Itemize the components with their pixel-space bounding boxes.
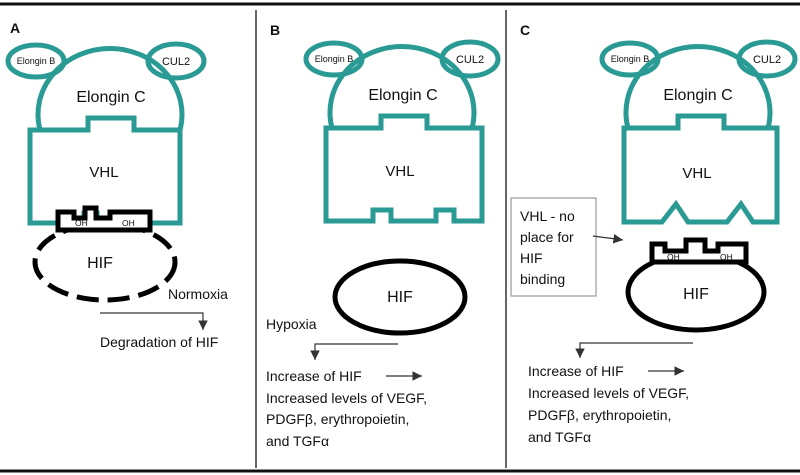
panel-b: B Elongin B CUL2 Elongin C VHL HIF Hypox… <box>266 22 501 449</box>
elongin-b-label: Elongin B <box>17 56 56 66</box>
result-line-3: PDGFβ, erythropoietin, <box>528 407 671 423</box>
cul2-label: CUL2 <box>456 54 484 66</box>
hif-label: HIF <box>683 286 709 303</box>
elongin-c-shape <box>327 44 477 129</box>
note-arrow <box>592 233 624 244</box>
oh-label-left: OH <box>75 218 88 228</box>
note-line-2: place for <box>520 229 574 245</box>
result-line-3: PDGFβ, erythropoietin, <box>266 411 409 427</box>
note-line-4: binding <box>520 271 565 287</box>
degradation-label: Degradation of HIF <box>100 334 218 350</box>
panel-b-letter: B <box>270 22 280 38</box>
note-box <box>510 197 597 297</box>
note-line-1: VHL - no <box>520 208 575 224</box>
elongin-c-shape <box>623 44 773 129</box>
hif-oh-binding-region <box>55 205 153 233</box>
arrow-to-increase <box>310 343 398 360</box>
panel-c: C Elongin B CUL2 Elongin C VHL VHL - no … <box>510 22 798 445</box>
vhl-label: VHL <box>682 165 711 182</box>
result-line-4: and TGFα <box>528 429 591 445</box>
hif-label: HIF <box>387 289 413 306</box>
panel-c-letter: C <box>520 22 530 38</box>
elongin-c-label: Elongin C <box>663 87 732 104</box>
elongin-c-label: Elongin C <box>368 87 437 104</box>
oh-label-right: OH <box>122 218 135 228</box>
cul2-label: CUL2 <box>162 56 190 68</box>
hypoxia-label: Hypoxia <box>266 316 317 332</box>
elongin-c-label: Elongin C <box>76 89 145 106</box>
vhl-label: VHL <box>385 163 414 180</box>
arrow-to-degradation <box>100 312 208 330</box>
increase-hif-label: Increase of HIF <box>266 368 362 384</box>
increase-hif-label: Increase of HIF <box>528 363 624 379</box>
result-line-2: Increased levels of VEGF, <box>528 385 689 401</box>
result-line-2: Increased levels of VEGF, <box>266 390 427 406</box>
elongin-b-label: Elongin B <box>315 54 354 64</box>
hif-oh-binding-region <box>649 237 749 265</box>
result-line-4: and TGFα <box>266 433 329 449</box>
arrow-to-increase <box>575 342 693 358</box>
hif-label: HIF <box>87 255 113 272</box>
elongin-c-shape <box>35 46 185 131</box>
oh-label-left: OH <box>667 252 680 262</box>
elongin-b-label: Elongin B <box>611 54 650 64</box>
normoxia-label: Normoxia <box>168 286 228 302</box>
vhl-label: VHL <box>89 164 118 181</box>
cul2-label: CUL2 <box>753 54 781 66</box>
oh-label-right: OH <box>720 252 733 262</box>
panel-a-letter: A <box>10 20 20 36</box>
vhl-shape <box>621 113 780 225</box>
vhl-shape <box>323 113 485 224</box>
note-line-3: HIF <box>520 250 543 266</box>
hif-shape <box>332 258 468 336</box>
panel-a: A Elongin B CUL2 Elongin C VHL OH OH HIF… <box>5 20 228 350</box>
